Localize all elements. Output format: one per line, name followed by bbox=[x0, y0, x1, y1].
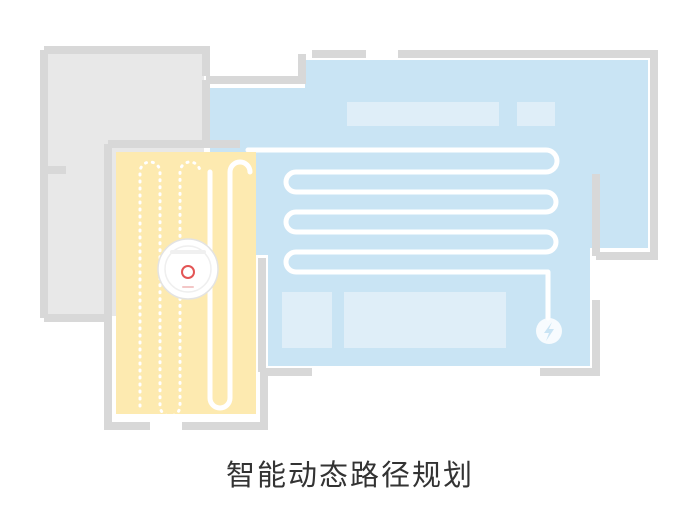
robot-vacuum-icon bbox=[157, 238, 219, 300]
blue-room bbox=[202, 50, 658, 376]
furniture-block bbox=[347, 102, 499, 126]
floor-plan bbox=[40, 46, 658, 430]
furniture-block bbox=[282, 292, 332, 348]
charging-dock bbox=[536, 318, 562, 344]
yellow-room bbox=[104, 140, 268, 430]
caption-title: 智能动态路径规划 bbox=[225, 458, 474, 492]
lightning-bolt-icon bbox=[544, 322, 554, 341]
planned-path-dotted bbox=[138, 160, 202, 418]
cleaning-path-yellow bbox=[207, 159, 253, 411]
cleaning-path-blue bbox=[245, 147, 560, 321]
furniture-block bbox=[344, 292, 506, 348]
furniture-block bbox=[517, 102, 555, 126]
